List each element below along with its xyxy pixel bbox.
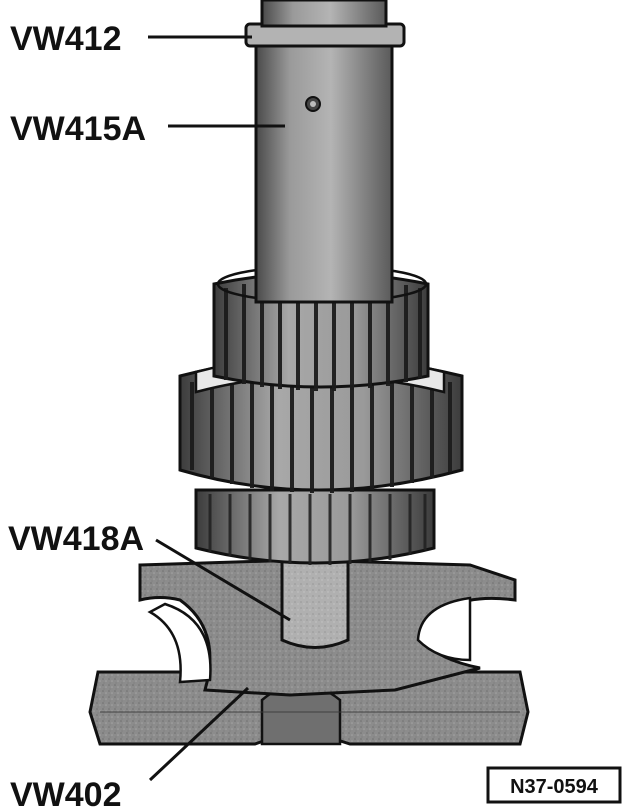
figure-reference-box: N37-0594 [486, 766, 622, 804]
pressing-sleeve-vw415a [254, 38, 394, 304]
leader-vw418a [155, 538, 291, 622]
gear-stack [178, 264, 464, 565]
label-vw418a: VW418A [8, 520, 144, 558]
label-vw415a: VW415A [10, 110, 146, 148]
callout-lines [148, 35, 291, 782]
thrust-ring-vw412 [244, 0, 406, 48]
label-vw402: VW402 [10, 776, 122, 812]
label-vw412: VW412 [10, 20, 122, 58]
figure-reference: N37-0594 [510, 776, 599, 798]
leader-vw402 [148, 686, 250, 782]
